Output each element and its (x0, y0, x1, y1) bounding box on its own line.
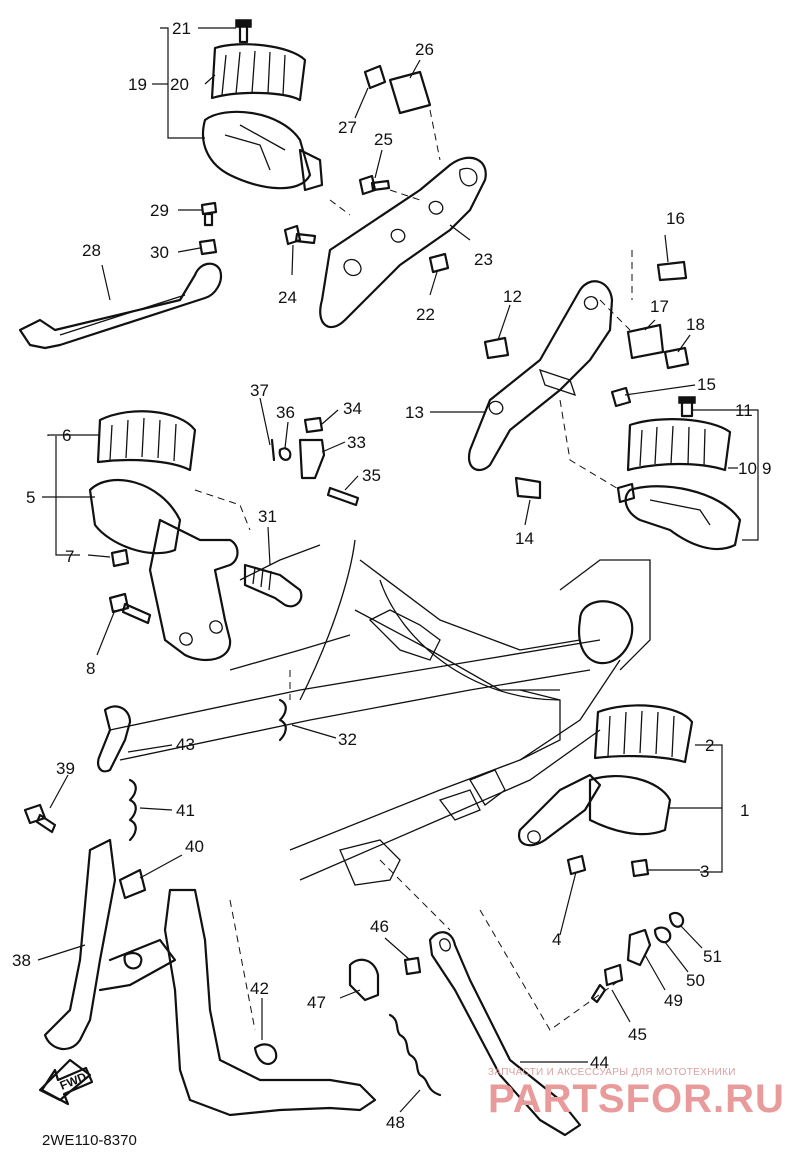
rear-footrest-right (559, 396, 742, 550)
callout-5: 5 (26, 488, 35, 507)
callout-40: 40 (185, 837, 204, 856)
callout-33: 33 (347, 433, 366, 452)
callout-51: 51 (703, 947, 722, 966)
callout-18: 18 (686, 315, 705, 334)
leader-lines (37, 27, 759, 1113)
callout-39: 39 (56, 759, 75, 778)
callout-22: 22 (416, 305, 435, 324)
callout-29: 29 (150, 201, 169, 220)
callout-4: 4 (552, 930, 561, 949)
front-footrest-right (517, 704, 694, 878)
rear-footrest-bracket-left (283, 64, 487, 329)
callout-21: 21 (172, 19, 191, 38)
callout-24: 24 (278, 288, 297, 307)
callout-9: 9 (762, 459, 771, 478)
callout-14: 14 (515, 529, 534, 548)
forward-direction-arrow: FWD (40, 1066, 94, 1106)
callout-36: 36 (276, 403, 295, 422)
callout-42: 42 (250, 979, 269, 998)
callout-6: 6 (62, 426, 71, 445)
callout-41: 41 (176, 801, 195, 820)
callout-20: 20 (170, 75, 189, 94)
callout-35: 35 (362, 466, 381, 485)
callout-43: 43 (176, 735, 195, 754)
rear-footrest-left (201, 19, 324, 192)
callout-2: 2 (705, 736, 714, 755)
shift-pedal (18, 201, 223, 350)
side-stand (348, 859, 685, 1137)
callout-labels: 1 2 3 4 5 6 7 8 9 10 11 12 13 14 15 16 1… (12, 19, 771, 1132)
callout-3: 3 (700, 862, 709, 881)
callout-44: 44 (590, 1053, 609, 1072)
callout-13: 13 (405, 403, 424, 422)
watermark-tagline: ЗАПЧАСТИ И АКСЕССУАРЫ ДЛЯ МОТОТЕХНИКИ (488, 1067, 736, 1078)
callout-10: 10 (738, 459, 757, 478)
callout-26: 26 (415, 40, 434, 59)
callout-19: 19 (128, 75, 147, 94)
callout-27: 27 (338, 118, 357, 137)
callout-12: 12 (503, 287, 522, 306)
main-stand (23, 705, 377, 1117)
callout-47: 47 (307, 993, 326, 1012)
callout-25: 25 (374, 130, 393, 149)
callout-34: 34 (343, 399, 362, 418)
callout-49: 49 (664, 991, 683, 1010)
rear-footrest-bracket-right (467, 250, 690, 500)
callout-17: 17 (650, 297, 669, 316)
callout-30: 30 (150, 243, 169, 262)
watermark-brand: PARTSFOR.RU (488, 1077, 785, 1121)
drawing-code: 2WE110-8370 (42, 1132, 137, 1149)
callout-46: 46 (370, 917, 389, 936)
callout-45: 45 (628, 1025, 647, 1044)
callout-38: 38 (12, 951, 31, 970)
callout-16: 16 (666, 209, 685, 228)
watermark: ЗАПЧАСТИ И АКСЕССУАРЫ ДЛЯ МОТОТЕХНИКИ PA… (488, 1067, 785, 1121)
callout-28: 28 (82, 241, 101, 260)
frame-outline (109, 539, 651, 886)
callout-11: 11 (735, 401, 753, 420)
callout-37: 37 (250, 381, 269, 400)
callout-32: 32 (338, 730, 357, 749)
callout-50: 50 (686, 971, 705, 990)
callout-15: 15 (697, 375, 716, 394)
callout-7: 7 (65, 547, 74, 566)
callout-1: 1 (740, 801, 749, 820)
callout-48: 48 (386, 1113, 405, 1132)
front-footrest-left (88, 410, 360, 742)
callout-23: 23 (474, 250, 493, 269)
callout-31: 31 (258, 507, 277, 526)
callout-8: 8 (86, 659, 95, 678)
